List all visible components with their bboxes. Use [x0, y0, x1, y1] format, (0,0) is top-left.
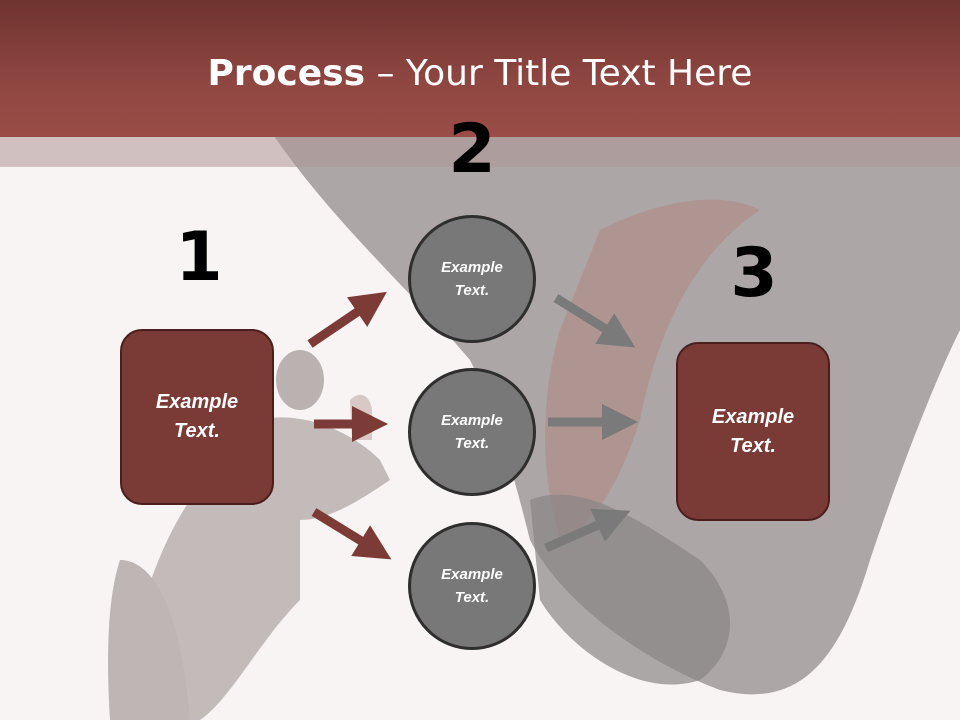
step-number-3: 3	[730, 234, 778, 313]
step-3-box-label: Example Text.	[711, 405, 795, 457]
arrow-left-to-top	[307, 291, 387, 348]
step-1-box[interactable]: Example Text.	[120, 329, 274, 505]
step-number-2: 2	[448, 110, 496, 189]
arrow-top-to-right	[553, 294, 636, 348]
header-strip	[0, 137, 960, 167]
slide-title: Process – Your Title Text Here	[0, 52, 960, 96]
circle-top-label: Example Text.	[441, 259, 503, 299]
circle-bottom-label: Example Text.	[441, 566, 503, 606]
circle-middle-label: Example Text.	[441, 412, 503, 452]
arrow-left-to-bottom	[311, 508, 392, 560]
step-2-circle-bottom[interactable]: Example Text.	[408, 522, 536, 650]
step-1-box-label: Example Text.	[155, 391, 239, 442]
header-band	[0, 0, 960, 137]
step-number-1: 1	[175, 218, 223, 297]
arrow-bottom-to-right	[544, 508, 631, 553]
step-2-circle-top[interactable]: Example Text.	[408, 215, 536, 343]
title-rest: – Your Title Text Here	[365, 53, 753, 94]
title-bold: Process	[207, 53, 366, 94]
step-2-circle-middle[interactable]: Example Text.	[408, 368, 536, 496]
step-3-box[interactable]: Example Text.	[676, 342, 830, 521]
